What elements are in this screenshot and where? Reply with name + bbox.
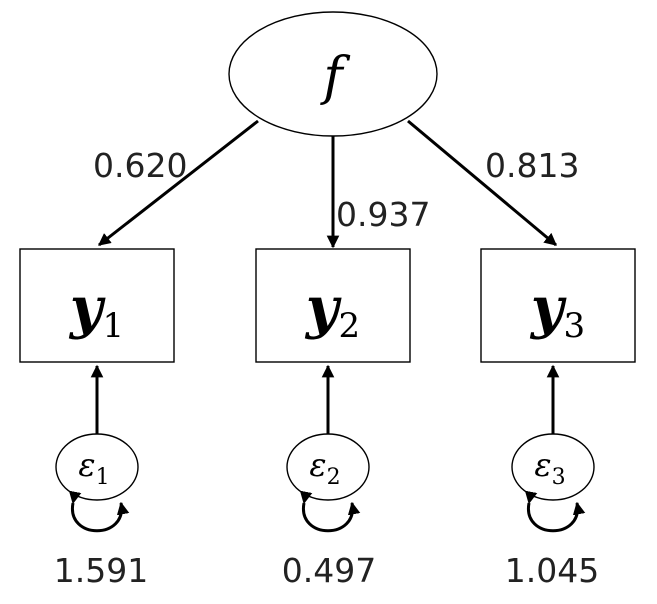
variance-label-1: 1.591 [54, 551, 148, 590]
indicator-box-1 [19, 248, 175, 363]
error-label-1: ε1 [78, 446, 109, 490]
indicator-label-1: y1 [68, 275, 124, 346]
variance-loop-3 [524, 490, 586, 533]
variance-loop-2 [299, 490, 361, 533]
indicator-label-2: y2 [304, 275, 360, 346]
variance-label-2: 0.497 [282, 551, 376, 590]
loading-arrow-1 [98, 119, 259, 247]
loading-label-3: 0.813 [485, 146, 579, 185]
indicator-box-2 [255, 248, 411, 363]
error-label-3: ε3 [534, 446, 565, 490]
variance-loop-1 [68, 490, 130, 533]
error-label-2: ε2 [309, 446, 340, 490]
loading-arrow-3 [407, 119, 557, 247]
indicator-label-3: y3 [529, 275, 585, 346]
loading-label-1: 0.620 [93, 146, 187, 185]
variance-label-3: 1.045 [505, 551, 599, 590]
indicator-box-3 [480, 248, 636, 363]
loading-label-2: 0.937 [336, 195, 430, 234]
